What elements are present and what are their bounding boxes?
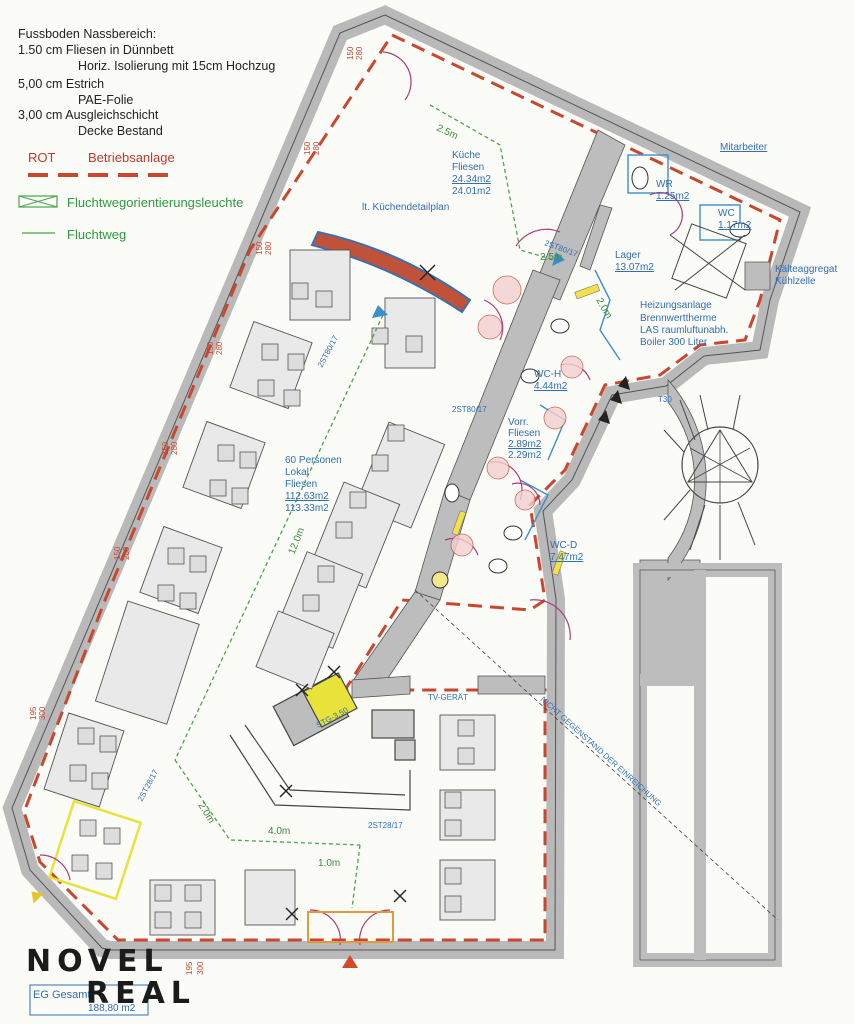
lokal-label: Lokal bbox=[285, 467, 309, 478]
tv-label: TV-GERÄT bbox=[428, 693, 468, 702]
stair-tower bbox=[633, 378, 782, 967]
t30-label: T30 bbox=[658, 395, 672, 404]
vorr-label: Vorr. bbox=[508, 417, 529, 428]
kueche-area-2: 24.01m2 bbox=[452, 186, 491, 197]
boiler-label: Boiler 300 Liter bbox=[640, 337, 708, 348]
outer-walls bbox=[2, 5, 812, 959]
legend-leuchte-symbol bbox=[18, 195, 58, 208]
wch-label: WC-H bbox=[534, 369, 561, 380]
wcd-area: 7.47m2 bbox=[550, 552, 584, 563]
wall-dim-label: 150 bbox=[206, 341, 215, 355]
wall-dim-label: 150 bbox=[161, 441, 170, 455]
dim-4m: 4.0m bbox=[268, 826, 290, 837]
dim-2-5m: 2.5m bbox=[435, 123, 460, 142]
wall-dim-label: 150 bbox=[303, 141, 312, 155]
legend-title: Fussboden Nassbereich: bbox=[18, 27, 157, 41]
stair-label-e: 2ST80/17 bbox=[452, 405, 487, 414]
kaelte-label: Kälteaggregat bbox=[775, 264, 837, 275]
lager-label: Lager bbox=[615, 250, 641, 261]
dim-1m: 1.0m bbox=[318, 858, 340, 869]
wall-dim-label: 280 bbox=[170, 441, 179, 455]
dim-2-0m-top: 2.0m bbox=[593, 296, 614, 321]
lokal-area-1: 112.63m2 bbox=[285, 491, 329, 502]
door-markers bbox=[450, 275, 584, 557]
wr-area: 1.25m2 bbox=[656, 191, 690, 202]
legend-line-fliesen: 1.50 cm Fliesen in Dünnbett bbox=[18, 43, 174, 57]
legend-fluchtweg: Fluchtweg bbox=[67, 227, 127, 242]
interior-walls bbox=[351, 129, 771, 699]
dim-12m: 12.0m bbox=[287, 526, 308, 556]
wall-dim-label: 280 bbox=[355, 46, 364, 60]
wc-top-label: WC bbox=[718, 208, 735, 219]
legend-line-pae: PAE-Folie bbox=[78, 93, 134, 107]
lokal-area-2: 113.33m2 bbox=[285, 503, 329, 514]
boundary-line bbox=[414, 589, 779, 921]
vorr-area-2: 2.29m2 bbox=[508, 450, 542, 461]
exit-signs bbox=[451, 283, 601, 576]
lager-area: 13.07m2 bbox=[615, 262, 654, 273]
toilets bbox=[431, 166, 751, 589]
legend-line-estrich: 5,00 cm Estrich bbox=[18, 77, 105, 91]
stair-label-c: 2ST28/17 bbox=[136, 768, 160, 803]
eg-gesamt-box: EG Gesamt 188,80 m2 bbox=[29, 984, 149, 1016]
wall-dim-label: 280 bbox=[122, 546, 131, 560]
wcd-label: WC-D bbox=[550, 540, 577, 551]
legend-rot: ROT bbox=[28, 150, 56, 165]
wc-top-area: 1.17m2 bbox=[718, 220, 752, 231]
wall-dim-label: 300 bbox=[196, 961, 205, 975]
wall-dim-label: 195 bbox=[29, 706, 38, 720]
wall-dim-label: 280 bbox=[312, 141, 321, 155]
logo-novel: NOVEL bbox=[26, 944, 169, 979]
wall-dim-label: 195 bbox=[185, 961, 194, 975]
las-label: LAS raumluftunabh. bbox=[640, 325, 728, 336]
kueche-area-1: 24.34m2 bbox=[452, 174, 491, 185]
main-entrance bbox=[31, 891, 394, 968]
vorr-fliesen: Fliesen bbox=[508, 428, 540, 439]
legend-line-decke: Decke Bestand bbox=[78, 124, 163, 138]
wall-dim-label: 150 bbox=[113, 546, 122, 560]
escape-arrows bbox=[372, 252, 565, 318]
stair-arrows bbox=[598, 376, 630, 424]
chairs bbox=[69, 282, 475, 929]
vorr-area-1: 2.89m2 bbox=[508, 439, 542, 450]
dim-2-5m-b: 2.5m bbox=[540, 252, 562, 263]
logo-real: REAL bbox=[86, 976, 196, 1011]
brennwert-label: Brennwerttherme bbox=[640, 313, 717, 324]
lokal-personen: 60 Personen bbox=[285, 455, 342, 466]
heizung-label: Heizungsanlage bbox=[640, 300, 712, 311]
eg-gesamt-area: 188,80 m2 bbox=[88, 1003, 136, 1014]
dim-2m: 2.0m bbox=[195, 801, 216, 826]
kitchen-counter bbox=[310, 230, 472, 314]
eg-gesamt-label: EG Gesamt bbox=[33, 989, 90, 1001]
kueche-fliesen: Fliesen bbox=[452, 162, 484, 173]
legend-line-ausgleich: 3,00 cm Ausgleichschicht bbox=[18, 108, 159, 122]
wall-dim-label: 150 bbox=[346, 46, 355, 60]
wall-dim-label: 280 bbox=[215, 341, 224, 355]
legend-fluchtweg-leuchte: Fluchtwegorientierungsleuchte bbox=[67, 195, 244, 210]
wall-dim-label: 300 bbox=[38, 706, 47, 720]
kueche-label: Küche bbox=[452, 150, 481, 161]
legend-betriebsanlage: Betriebsanlage bbox=[88, 150, 175, 165]
wall-dims: 150 280 150 280 150 280 150 280 150 280 … bbox=[29, 46, 364, 975]
stair-label-a: 2ST80/17 bbox=[316, 334, 340, 369]
lager-shelf bbox=[669, 223, 747, 299]
mitarbeiter-label: Mitarbeiter bbox=[720, 142, 768, 153]
kuechendetail-label: lt. Küchendetailplan bbox=[362, 202, 449, 213]
wall-dim-label: 150 bbox=[255, 241, 264, 255]
emergency-crosses bbox=[279, 264, 436, 921]
lokal-fliesen: Fliesen bbox=[285, 479, 317, 490]
escape-route bbox=[174, 104, 556, 909]
bar-counter bbox=[229, 672, 416, 811]
stair-label-d: 2ST28/17 bbox=[368, 821, 403, 830]
wall-dim-label: 280 bbox=[264, 241, 273, 255]
legend-line-isolierung: Horiz. Isolierung mit 15cm Hochzug bbox=[78, 59, 276, 73]
wr-label: WR bbox=[656, 179, 673, 190]
wch-area: 4.44m2 bbox=[534, 381, 568, 392]
kuehlzelle-label: Kühlzelle bbox=[775, 276, 816, 287]
door-swings bbox=[39, 51, 683, 946]
